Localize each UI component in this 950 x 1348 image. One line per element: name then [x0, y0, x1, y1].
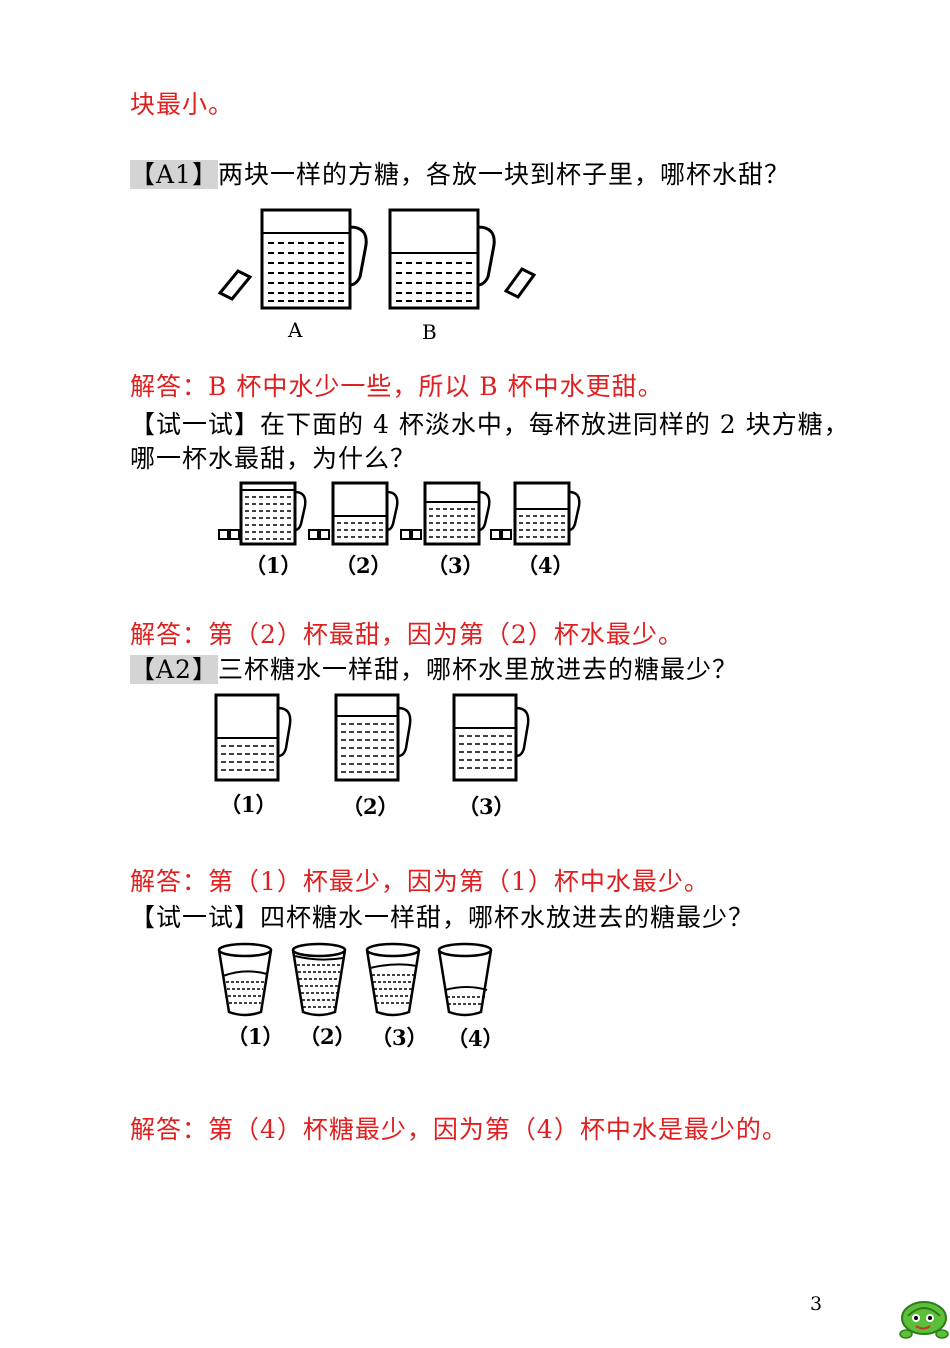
figure-a1-cups: A B — [210, 205, 550, 345]
label-cup-3: （3） — [427, 553, 484, 578]
label-cup-2: （2） — [342, 794, 399, 819]
try-question-1-line2: 哪一杯水最甜，为什么？ — [130, 444, 417, 473]
cup-a — [260, 208, 368, 310]
tag-a2: 【A2】 — [130, 655, 218, 684]
label-cup-4: （4） — [517, 553, 574, 578]
cup-1 — [218, 481, 307, 546]
answer-a1: 解答：B 杯中水少一些，所以 B 杯中水更甜。 — [130, 372, 664, 401]
glass-3 — [365, 942, 421, 1017]
tag-a1: 【A1】 — [130, 160, 218, 189]
turtle-icon — [898, 1288, 950, 1344]
label-cup-1: （1） — [220, 792, 277, 817]
figure-try2-svg: （1） （2） （3） （4） — [217, 942, 504, 1051]
glass-1 — [217, 942, 273, 1017]
try-question-1: 【试一试】在下面的 4 杯淡水中，每杯放进同样的 2 块方糖， — [130, 410, 850, 440]
tag-try-2: 【试一试】 — [130, 903, 261, 932]
try-question-2: 【试一试】四杯糖水一样甜，哪杯水放进去的糖最少？ — [130, 903, 754, 933]
figure-try1-cups: （1） （2） （3） （4） — [215, 478, 585, 583]
cup-1 — [214, 693, 292, 782]
page-number: 3 — [810, 1293, 823, 1315]
cup-2 — [308, 481, 399, 546]
sugar-cube-left — [217, 269, 253, 301]
question-a2-text: 三杯糖水一样甜，哪杯水里放进去的糖最少？ — [217, 655, 738, 684]
cup-2 — [334, 693, 412, 782]
tag-try-1: 【试一试】 — [130, 410, 261, 439]
label-glass-4: （4） — [447, 1026, 504, 1051]
label-cup-1: （1） — [245, 553, 302, 578]
answer-try-1: 解答：第（2）杯最甜，因为第（2）杯水最少。 — [130, 620, 684, 649]
try-question-1-text: 在下面的 4 杯淡水中，每杯放进同样的 2 块方糖， — [260, 410, 850, 439]
figure-a2-svg: （1） （2） （3） — [214, 693, 530, 819]
try-question-2-text: 四杯糖水一样甜，哪杯水放进去的糖最少？ — [260, 903, 755, 932]
question-a2: 【A2】三杯糖水一样甜，哪杯水里放进去的糖最少？ — [130, 655, 738, 685]
cup-b — [388, 208, 496, 310]
figure-a2-cups: （1） （2） （3） — [212, 690, 542, 825]
label-b: B — [422, 320, 437, 344]
cup-4 — [490, 481, 581, 546]
label-a: A — [287, 318, 303, 342]
answer-a2: 解答：第（1）杯最少，因为第（1）杯中水最少。 — [130, 867, 710, 896]
answer-try-2: 解答：第（4）杯糖最少，因为第（4）杯中水是最少的。 — [130, 1115, 788, 1144]
label-cup-2: （2） — [335, 553, 392, 578]
glass-4 — [437, 942, 493, 1017]
question-a1: 【A1】两块一样的方糖，各放一块到杯子里，哪杯水甜？ — [130, 160, 790, 190]
continued-answer: 块最小。 — [130, 90, 235, 119]
label-glass-1: （1） — [227, 1024, 284, 1049]
label-cup-3: （3） — [458, 794, 515, 819]
cup-3 — [400, 481, 491, 546]
sugar-cube-right — [503, 267, 537, 299]
glass-2 — [291, 942, 347, 1017]
question-a1-text: 两块一样的方糖，各放一块到杯子里，哪杯水甜？ — [217, 160, 790, 189]
figure-try1-svg: （1） （2） （3） （4） — [218, 481, 581, 578]
figure-a1-svg: A B — [217, 208, 537, 344]
label-glass-3: （3） — [371, 1025, 428, 1050]
cup-3 — [452, 693, 530, 782]
figure-try2-glasses: （1） （2） （3） （4） — [215, 938, 505, 1058]
label-glass-2: （2） — [299, 1024, 356, 1049]
